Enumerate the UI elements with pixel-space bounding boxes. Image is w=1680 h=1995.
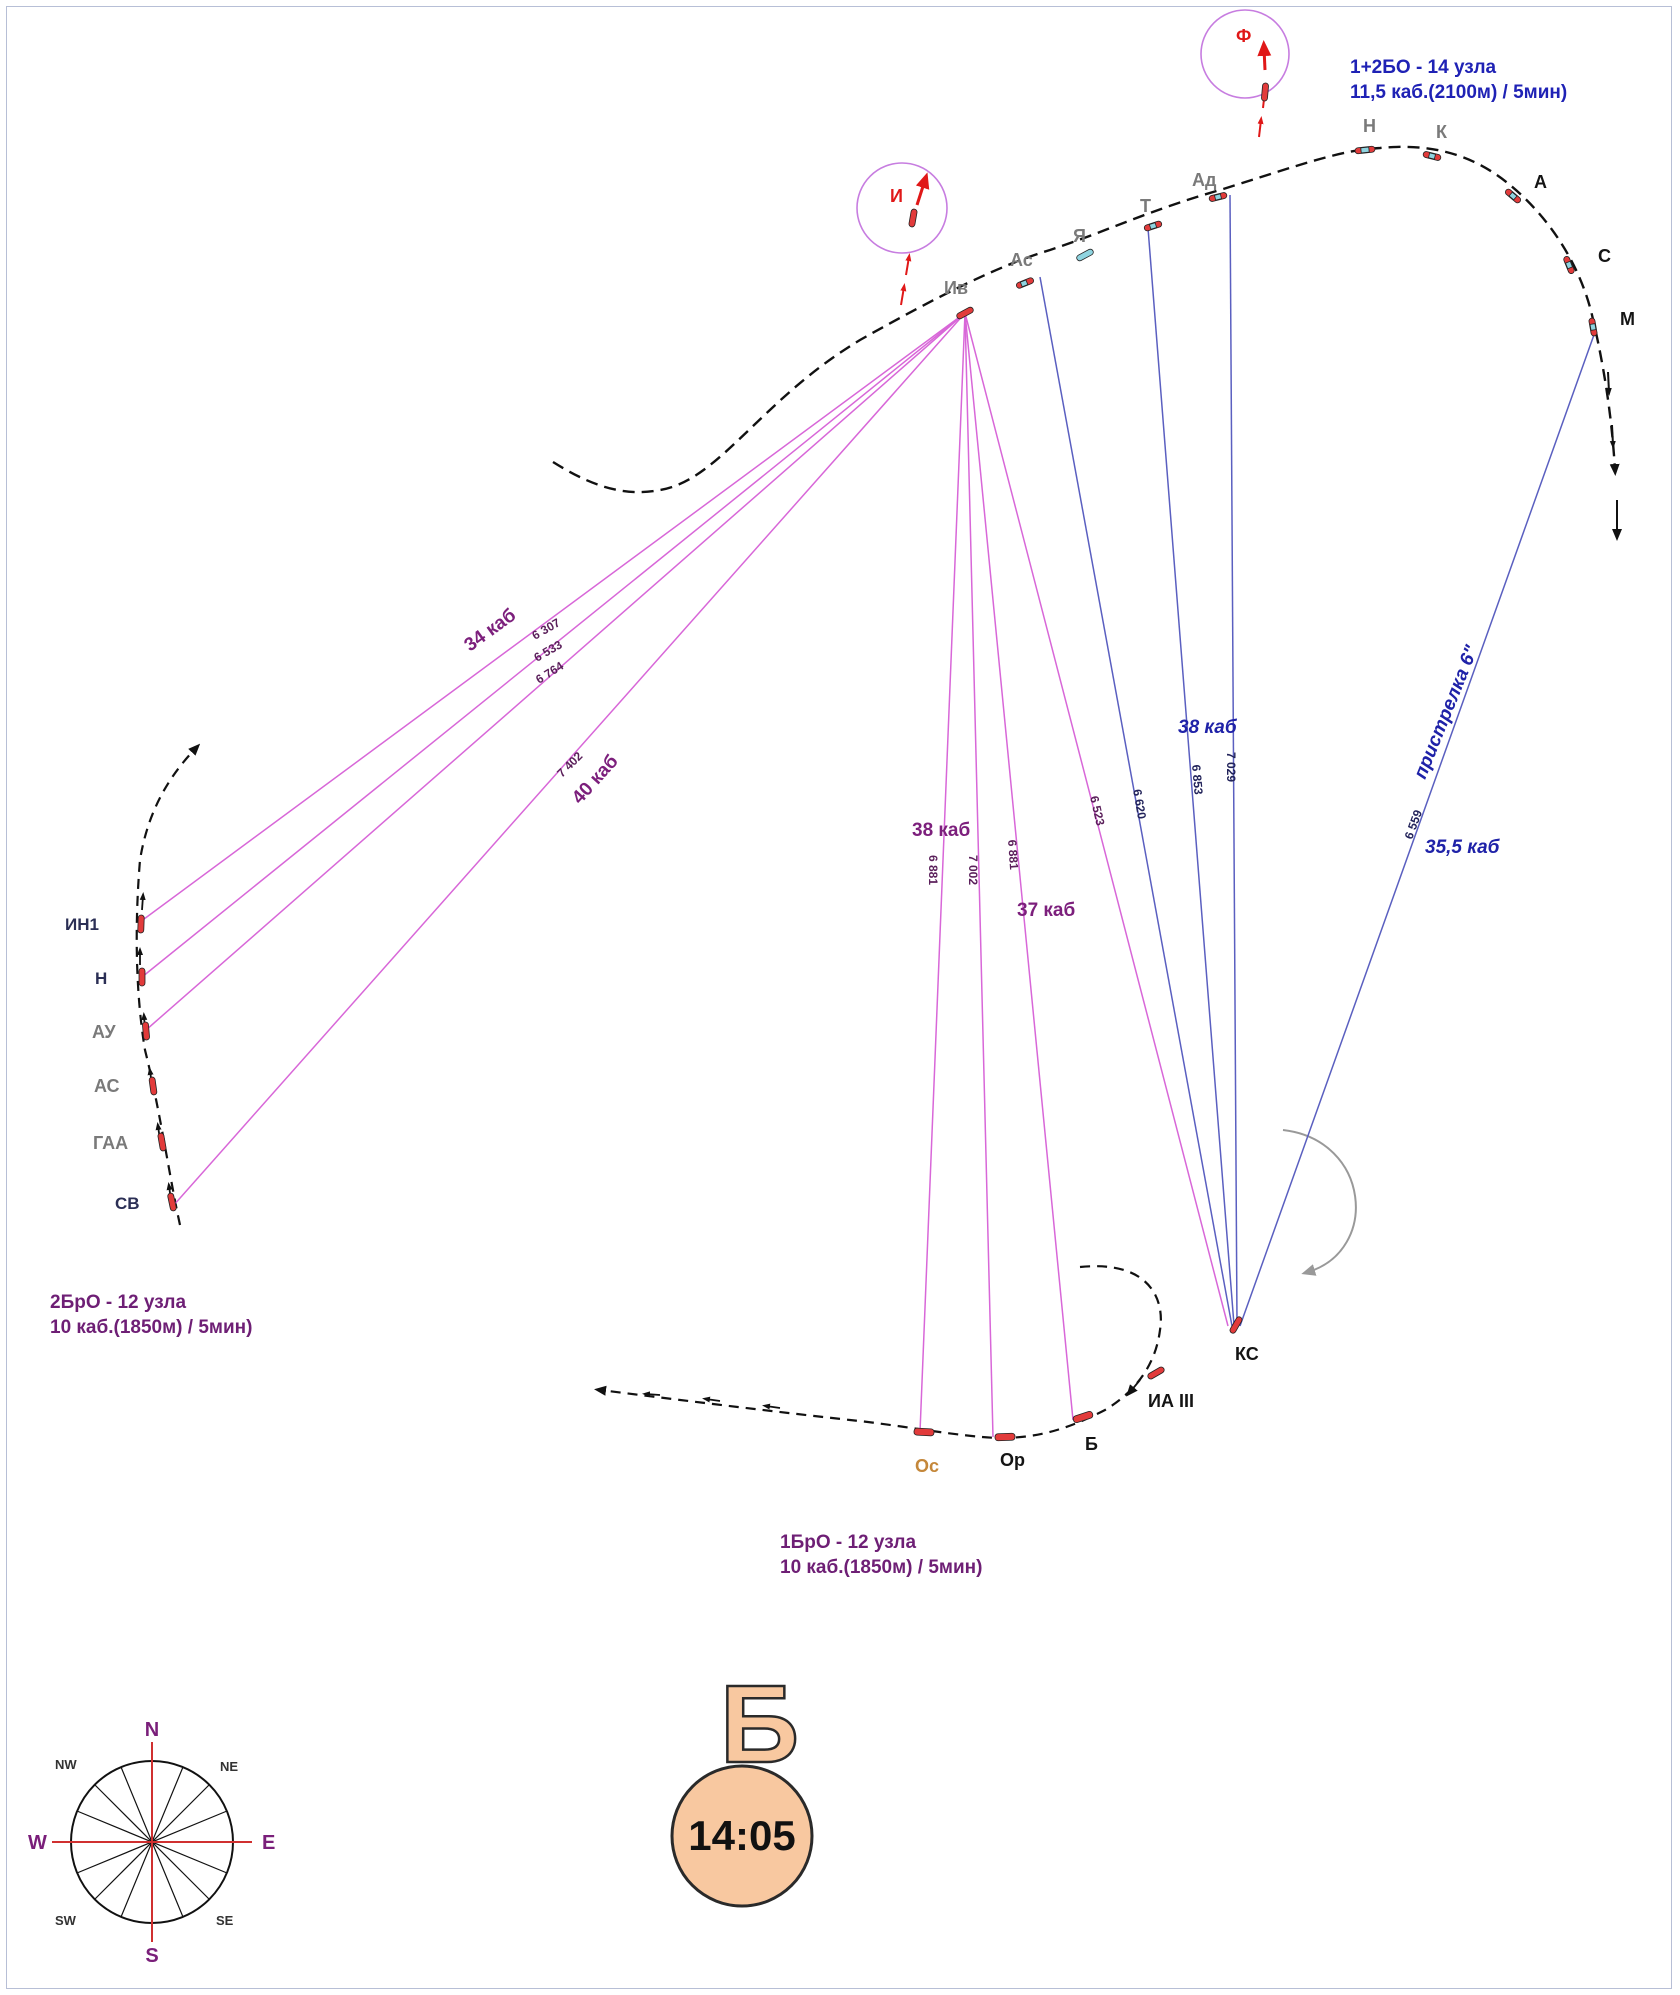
ship-t [1143, 220, 1163, 232]
bottom-column-heading-ticks [642, 1379, 1141, 1410]
label-n-top: Н [1363, 116, 1376, 136]
ship-m [1588, 317, 1598, 337]
fire-lines-iv [139, 312, 1229, 1438]
range-7029: 7 029 [1224, 752, 1238, 782]
label-iv: Ив [944, 278, 968, 298]
ship-n-left [138, 967, 146, 987]
ship-b [1072, 1410, 1094, 1424]
title-block: Б 14:05 [670, 1662, 814, 1908]
ship-as-top [1016, 277, 1034, 289]
group-info: 1+2БО - 14 узла 11,5 каб.(2100м) / 5мин)… [50, 57, 1567, 1578]
target-f [1200, 9, 1290, 138]
ship-iv [956, 306, 974, 320]
ship-au [142, 1021, 150, 1041]
label-sv: СВ [115, 1194, 140, 1213]
compass-nw: NW [55, 1757, 77, 1772]
compass-rose: N S E W NE NW SE SW [28, 1719, 275, 1967]
label-in1: ИН1 [65, 915, 99, 934]
label-au: АУ [92, 1022, 116, 1042]
ship-k [1422, 151, 1442, 161]
ship-s [1563, 256, 1575, 274]
label-b: Б [1085, 1434, 1098, 1454]
range-6853: 6 853 [1189, 764, 1206, 795]
ships [137, 145, 1598, 1442]
distance-38-blue: 38 каб [1178, 717, 1238, 738]
top-column-track [552, 145, 1620, 494]
ship-ya [1076, 248, 1094, 262]
ship-ad [1208, 192, 1228, 202]
top-column-heading-ticks [1605, 371, 1622, 541]
ship-sv [167, 1192, 177, 1212]
compass-e: E [262, 1832, 275, 1854]
range-6620: 6 620 [1130, 788, 1149, 820]
bottom-group-line1: 1БрО - 12 узла [780, 1532, 916, 1553]
range-6881b: 6 881 [1005, 839, 1021, 870]
label-f: Ф [1236, 26, 1251, 46]
left-column-track [135, 743, 201, 1226]
compass-s: S [145, 1945, 158, 1967]
label-s: С [1598, 246, 1611, 266]
compass-n: N [145, 1719, 159, 1741]
label-as-left: АС [94, 1076, 120, 1096]
ship-or [994, 1432, 1016, 1442]
label-m: М [1620, 309, 1635, 329]
compass-sw: SW [55, 1913, 77, 1928]
label-t: Т [1140, 196, 1151, 216]
label-gaa: ГАА [93, 1133, 128, 1153]
diagram-frame [6, 6, 1672, 1989]
bottom-group-line2: 10 каб.(1850м) / 5мин) [780, 1557, 982, 1578]
top-group-line2: 11,5 каб.(2100м) / 5мин) [1350, 82, 1567, 103]
label-or: Ор [1000, 1450, 1025, 1470]
label-as-top: Ас [1010, 250, 1033, 270]
label-i: И [890, 186, 903, 206]
compass-w: W [28, 1832, 47, 1854]
label-ya: Я [1073, 226, 1086, 246]
range-6881a: 6 881 [926, 855, 940, 885]
ship-labels: И Ф Ив Ас Я Т Ад Н К А С М ИН1 Н АУ АС Г… [65, 26, 1635, 1476]
top-group-line1: 1+2БО - 14 узла [1350, 57, 1497, 78]
ship-ks [1229, 1316, 1243, 1334]
ship-a [1505, 188, 1521, 204]
compass-ne: NE [220, 1759, 238, 1774]
label-a: А [1534, 172, 1547, 192]
label-n-left: Н [95, 969, 107, 988]
ship-as-left [148, 1076, 158, 1096]
ship-gaa [157, 1132, 167, 1152]
distance-355: 35,5 каб [1425, 837, 1501, 858]
left-group-line2: 10 каб.(1850м) / 5мин) [50, 1317, 252, 1338]
label-k: К [1436, 122, 1448, 142]
label-ia3: ИА III [1148, 1391, 1194, 1411]
time-circle [670, 1764, 814, 1908]
left-group-line1: 2БрО - 12 узла [50, 1292, 186, 1313]
label-ad: Ад [1192, 170, 1217, 190]
range-labels: 6 307 6 533 6 764 7 402 6 881 7 002 6 88… [530, 615, 1426, 885]
distance-37: 37 каб [1017, 900, 1075, 921]
range-7402: 7 402 [554, 749, 585, 780]
ship-in1 [137, 914, 145, 934]
fire-lines-ks [1039, 194, 1596, 1327]
range-6559: 6 559 [1402, 808, 1426, 841]
label-ks: КС [1235, 1344, 1259, 1364]
ks-turn-arrow [1282, 1129, 1357, 1276]
label-os: Ос [915, 1456, 939, 1476]
time-label: 14:05 [688, 1812, 795, 1859]
range-7002: 7 002 [966, 855, 980, 885]
target-i [856, 162, 948, 306]
ship-ia3 [1147, 1366, 1165, 1380]
compass-se: SE [216, 1913, 234, 1928]
bottom-column-track [594, 1265, 1162, 1440]
ship-n-top [1354, 145, 1376, 155]
distance-38-purple: 38 каб [912, 820, 970, 841]
ranging-label: пристрелка 6" [1410, 642, 1483, 782]
ship-os [913, 1427, 935, 1437]
range-6523: 6 523 [1087, 795, 1107, 828]
